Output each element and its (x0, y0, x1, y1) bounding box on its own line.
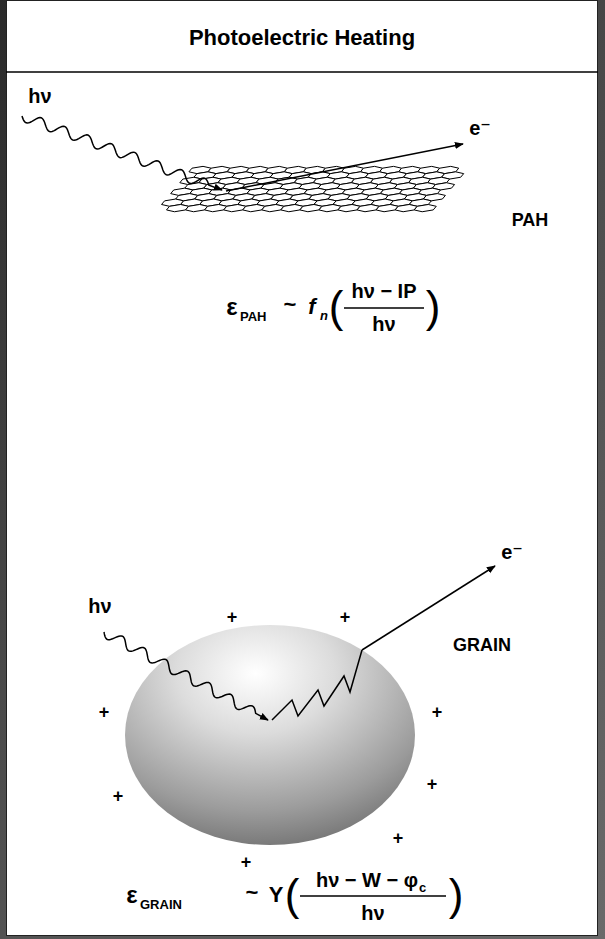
hexagon-ring (355, 204, 380, 211)
formula-bracket: ) (426, 285, 441, 329)
fraction-bar (344, 307, 424, 309)
header-rule (6, 71, 598, 73)
formula-denominator: hν (372, 314, 395, 334)
formula-numerator: hν − IP (351, 281, 416, 301)
formula-numerator: hν − W − φ (316, 870, 418, 890)
charge-sign: + (432, 703, 443, 721)
hexagon-ring (203, 204, 228, 211)
hexagon-ring (279, 204, 304, 211)
hexagon-ring (165, 204, 190, 211)
formula-bracket: ) (449, 873, 464, 917)
formula-bracket: ( (285, 873, 300, 917)
electron-label: e⁻ (501, 542, 523, 562)
hexagon-ring (317, 204, 342, 211)
formula-symbol: f (308, 296, 315, 318)
formula-subscript: n (320, 309, 328, 322)
charge-sign: + (340, 608, 351, 626)
part-name: PAH (512, 211, 549, 229)
photon-wave (104, 632, 268, 720)
photon-wave (22, 116, 222, 190)
hexagon-ring (241, 204, 266, 211)
electron-zigzag (272, 650, 362, 720)
hexagon-ring (375, 204, 400, 211)
formula-denominator: hν (361, 903, 384, 923)
formula-symbol: ε (126, 883, 137, 907)
part-name: GRAIN (453, 636, 511, 654)
fraction-bar (300, 895, 446, 897)
formula-subscript: GRAIN (140, 898, 182, 911)
electron-arrow (226, 144, 463, 191)
charge-sign: + (113, 787, 124, 805)
hexagon-ring (413, 204, 438, 211)
hexagon-ring (336, 204, 361, 211)
hexagon-ring (394, 204, 419, 211)
formula-bracket: ( (329, 285, 344, 329)
hexagon-ring (184, 204, 209, 211)
charge-sign: + (427, 775, 438, 793)
formula-symbol: ~ (246, 882, 259, 904)
charge-sign: + (241, 853, 252, 871)
hexagon-ring (222, 204, 247, 211)
dust-grain-sphere (125, 625, 415, 845)
formula-symbol: ε (226, 295, 237, 319)
electron-label: e⁻ (469, 118, 491, 138)
slide-title: Photoelectric Heating (189, 27, 415, 49)
charge-sign: + (393, 829, 404, 847)
charge-sign: + (227, 608, 238, 626)
formula-symbol: Y (269, 884, 284, 906)
charge-sign: + (99, 703, 110, 721)
hexagon-ring (260, 204, 285, 211)
formula-subscript: c (419, 881, 426, 894)
formula-symbol: ~ (284, 294, 297, 316)
formula-subscript: PAH (240, 310, 266, 323)
hexagon-ring (298, 204, 323, 211)
photon-label: hν (28, 86, 51, 106)
photon-label: hν (88, 596, 111, 616)
